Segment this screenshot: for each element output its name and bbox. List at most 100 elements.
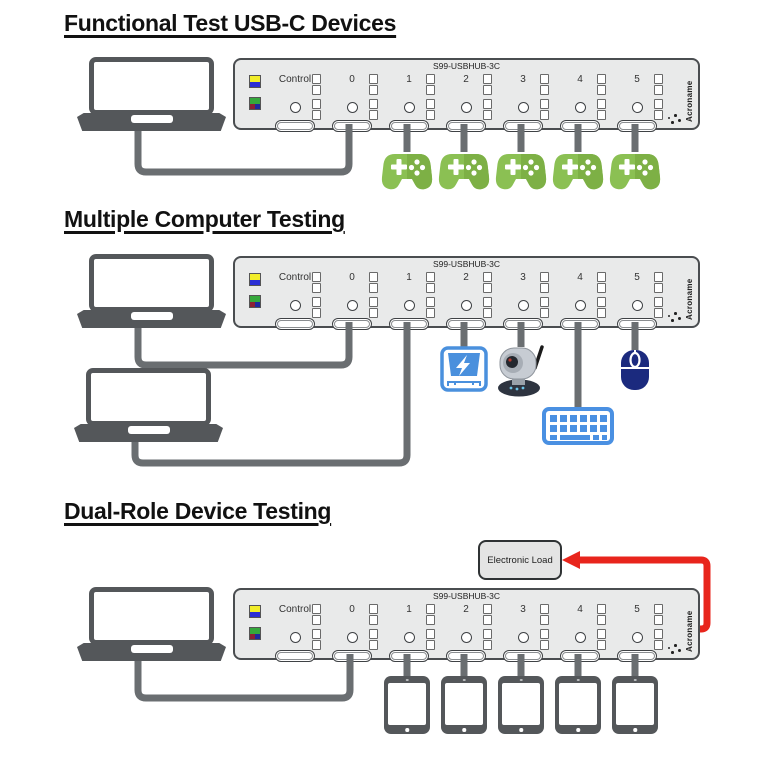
port-indicator-icon: [540, 74, 549, 95]
logo-dot: [668, 117, 670, 119]
port-indicator-icon: [654, 74, 663, 95]
indicator-cell: [597, 297, 606, 307]
indicator-cell: [312, 297, 321, 307]
port-indicator-icon: [597, 272, 606, 293]
port-indicator-icon: [597, 74, 606, 95]
indicator-cell: [369, 604, 378, 614]
port-indicator-icon: [654, 297, 663, 318]
port-label: 4: [577, 74, 583, 85]
usb-cables: [131, 124, 639, 702]
led-blue-half: [250, 81, 260, 87]
indicator-cell: [369, 640, 378, 650]
port-indicator-icon: [483, 297, 492, 318]
port-indicator-icon: [540, 272, 549, 293]
port-label: 3: [520, 74, 526, 85]
indicator-cell: [426, 272, 435, 282]
led-green-half: [250, 296, 260, 302]
indicator-cell: [369, 99, 378, 109]
indicator-cell: [483, 308, 492, 318]
led-split-half: [250, 301, 260, 307]
tablet-home-button: [633, 728, 637, 732]
port-indicator-icon: [540, 604, 549, 625]
port-led-indicator: [404, 300, 415, 311]
led-blue-half: [250, 611, 260, 617]
indicator-cell: [426, 74, 435, 84]
indicator-cell: [426, 85, 435, 95]
indicator-cell: [312, 99, 321, 109]
indicator-cell: [312, 629, 321, 639]
hub-port-1: 1: [380, 66, 438, 132]
indicator-cell: [540, 308, 549, 318]
port-label: 5: [634, 604, 640, 615]
controller-buttons: [522, 159, 540, 176]
indicator-cell: [369, 629, 378, 639]
tablet-camera-dot: [519, 678, 523, 681]
port-indicator-icon: [312, 74, 321, 95]
usb-hub: S99-USBHUB-3C Control 0 1: [233, 58, 700, 132]
indicator-cell: [369, 297, 378, 307]
indicator-cell: [654, 74, 663, 84]
port-indicator-icon: [597, 604, 606, 625]
port-indicator-icon: [369, 297, 378, 318]
tablet-icon: [612, 676, 658, 734]
led-green-half: [250, 628, 260, 634]
tablet-icon: [498, 676, 544, 734]
indicator-cell: [426, 308, 435, 318]
indicator-cell: [369, 110, 378, 120]
section-title: Dual-Role Device Testing: [64, 498, 332, 524]
port-label: 0: [349, 604, 355, 615]
indicator-cell: [540, 110, 549, 120]
indicator-cell: [426, 99, 435, 109]
usb-c-connector: [275, 120, 315, 132]
indicator-cell: [483, 272, 492, 282]
port-led-indicator: [347, 102, 358, 113]
logo-dot: [668, 315, 670, 317]
drive-slot-detail: [447, 381, 481, 386]
tablet-camera-dot: [405, 678, 409, 681]
port-led-indicator: [461, 632, 472, 643]
indicator-cell: [312, 85, 321, 95]
port-indicator-icon: [597, 297, 606, 318]
port-led-indicator: [404, 102, 415, 113]
indicator-cell: [597, 615, 606, 625]
port-label: 0: [349, 74, 355, 85]
port-label: 3: [520, 272, 526, 283]
logo-dot: [674, 114, 677, 117]
mouse-body: [621, 350, 649, 390]
logo-dot: [671, 121, 674, 124]
port-indicator-icon: [369, 99, 378, 120]
controller-slot-4: [552, 148, 604, 199]
logo-dot: [671, 319, 674, 322]
port-indicator-icon: [483, 272, 492, 293]
laptop-notch: [127, 426, 170, 434]
led-yellow-half: [250, 606, 260, 612]
led-green-half: [250, 98, 260, 104]
indicator-cell: [597, 640, 606, 650]
port-led-indicator: [575, 632, 586, 643]
led-split-half: [250, 103, 260, 109]
indicator-cell: [483, 297, 492, 307]
acroname-logo-dots: [667, 304, 685, 322]
indicator-cell: [369, 283, 378, 293]
laptop-icon: [77, 587, 226, 661]
usb-hub-slot-3: S99-USBHUB-3C Control 0 1: [233, 588, 700, 662]
indicator-cell: [540, 272, 549, 282]
tablet-home-button: [405, 728, 409, 732]
port-label: 5: [634, 272, 640, 283]
port-label: Control: [278, 272, 312, 283]
game-controller-icon: [381, 154, 433, 190]
indicator-cell: [540, 615, 549, 625]
indicator-cell: [312, 110, 321, 120]
port-indicator-icon: [312, 272, 321, 293]
tablet-screen: [559, 683, 597, 725]
status-led-bottom: [249, 97, 261, 110]
laptop-base: [74, 424, 223, 442]
usb-drive-icon: [440, 346, 488, 392]
laptop-base: [77, 643, 226, 661]
port-indicator-icon: [312, 297, 321, 318]
indicator-cell: [540, 640, 549, 650]
port-led-indicator: [461, 300, 472, 311]
port-led-indicator: [575, 102, 586, 113]
indicator-cell: [369, 85, 378, 95]
